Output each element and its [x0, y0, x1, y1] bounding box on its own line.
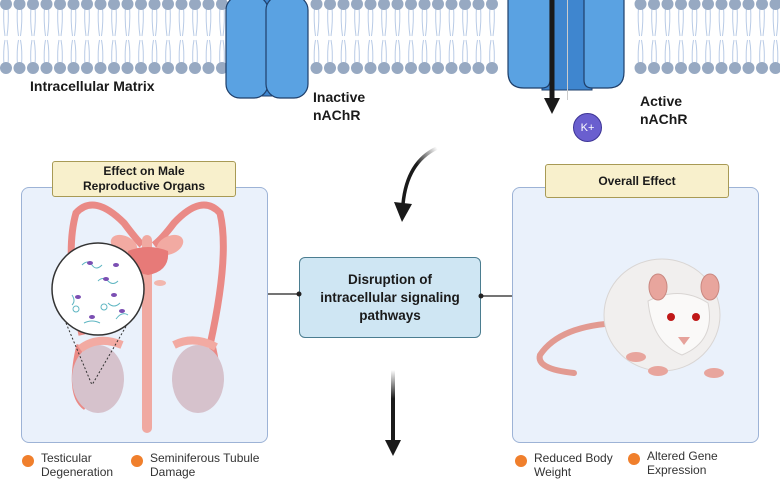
ion-flow-arrow	[538, 0, 568, 120]
active-nachr-label: Active nAChR	[640, 92, 687, 128]
lipid	[446, 0, 458, 74]
curved-arrow-down	[385, 140, 445, 230]
lipid	[108, 0, 120, 74]
lipid	[203, 0, 215, 74]
lipid	[54, 0, 66, 74]
bullet-reduced-body-weight: Reduced Body Weight	[515, 451, 615, 479]
bullet-testicular-degeneration: Testicular Degeneration	[22, 451, 122, 479]
bullet-dot-icon	[515, 455, 527, 467]
potassium-ion: K+	[573, 113, 602, 142]
lipid	[486, 0, 498, 74]
lipid	[68, 0, 80, 74]
lipid	[176, 0, 188, 74]
lipid	[392, 0, 404, 74]
lipid	[27, 0, 39, 74]
lipid	[770, 0, 780, 74]
intracellular-matrix-label: Intracellular Matrix	[30, 77, 155, 95]
lipid	[716, 0, 728, 74]
lipid	[189, 0, 201, 74]
overall-effect-panel-title: Overall Effect	[545, 164, 729, 198]
left-connector	[266, 290, 302, 298]
lipid	[378, 0, 390, 74]
bullet-seminiferous-tubule-damage: Seminiferous Tubule Damage	[131, 451, 271, 479]
lipid	[311, 0, 323, 74]
inactive-nachr-label: Inactive nAChR	[313, 88, 365, 124]
bullet-dot-icon	[22, 455, 34, 467]
lipid	[729, 0, 741, 74]
lipid	[365, 0, 377, 74]
cell-membrane	[0, 0, 780, 80]
lipid	[135, 0, 147, 74]
lipid	[351, 0, 363, 74]
lipid	[635, 0, 647, 74]
down-arrow	[383, 370, 403, 470]
lipid	[756, 0, 768, 74]
lipid	[14, 0, 26, 74]
bullet-dot-icon	[131, 455, 143, 467]
lipid	[743, 0, 755, 74]
bullet-dot-icon	[628, 453, 640, 465]
lipid	[122, 0, 134, 74]
lipid	[419, 0, 431, 74]
lipid	[473, 0, 485, 74]
lipid	[95, 0, 107, 74]
lipid	[405, 0, 417, 74]
lipid	[689, 0, 701, 74]
inactive-nachr-channel	[224, 0, 310, 100]
disruption-signaling-box: Disruption of intracellular signaling pa…	[299, 257, 481, 338]
lipid	[81, 0, 93, 74]
lipid	[162, 0, 174, 74]
right-connector	[478, 292, 514, 300]
lipid	[149, 0, 161, 74]
lipid	[702, 0, 714, 74]
albino-rat-illustration	[530, 245, 750, 395]
lipid	[338, 0, 350, 74]
male-reproductive-system-illustration	[24, 195, 264, 440]
lipid	[648, 0, 660, 74]
ion-label: K+	[581, 122, 595, 134]
lipid	[675, 0, 687, 74]
lipid	[432, 0, 444, 74]
male-reproductive-panel-title: Effect on Male Reproductive Organs	[52, 161, 236, 197]
lipid	[41, 0, 53, 74]
lipid	[324, 0, 336, 74]
lipid	[0, 0, 12, 74]
lipid	[662, 0, 674, 74]
lipid	[459, 0, 471, 74]
bullet-altered-gene-expression: Altered Gene Expression	[628, 449, 748, 477]
